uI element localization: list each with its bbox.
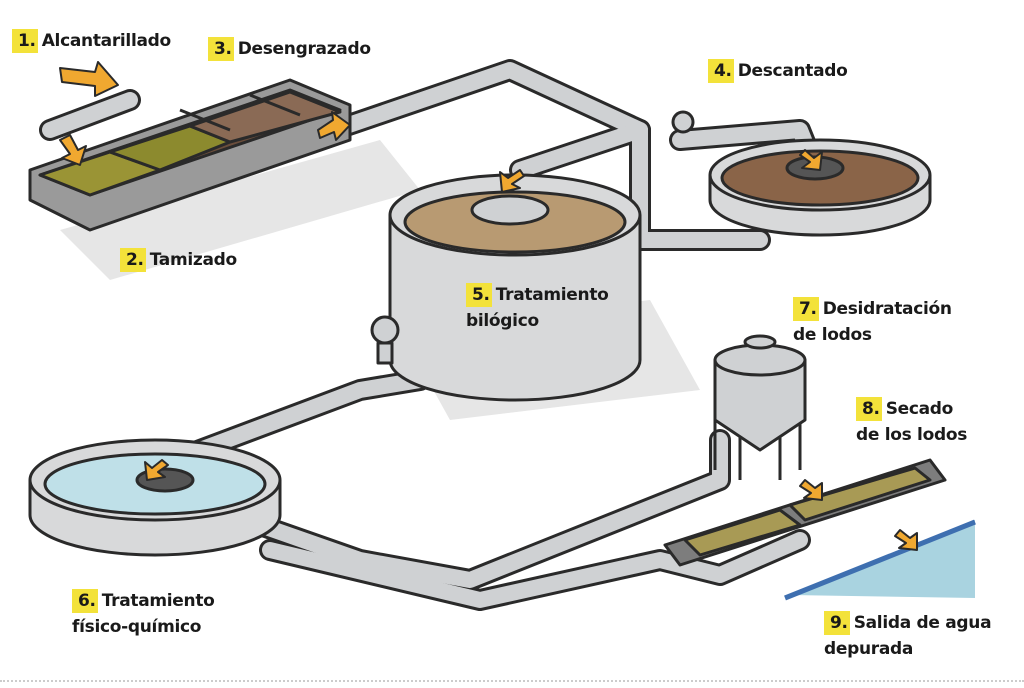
arrow-icon bbox=[499, 169, 525, 193]
label-4-decanting: 4.Descantado bbox=[708, 58, 848, 84]
river-edge bbox=[784, 519, 976, 601]
label-1-sewer: 1.Alcantarillado bbox=[12, 28, 171, 54]
drying-beds bbox=[663, 458, 947, 567]
bottom-divider bbox=[0, 680, 1024, 682]
arrow-icon bbox=[799, 149, 823, 171]
arrow-icon bbox=[59, 61, 119, 97]
flow-arrows bbox=[59, 61, 918, 551]
valve-icons bbox=[370, 110, 695, 365]
arrow-icon bbox=[799, 479, 823, 501]
dewatering-silo bbox=[713, 334, 807, 480]
label-3-degreasing: 3.Desengrazado bbox=[208, 36, 371, 62]
decanter-tank bbox=[708, 138, 932, 237]
label-2-screening: 2.Tamizado bbox=[120, 247, 237, 273]
arrow-icon bbox=[317, 111, 351, 141]
arrow-icon bbox=[894, 529, 918, 551]
screening-degreasing-channel bbox=[28, 78, 352, 232]
physicochemical-tank bbox=[28, 438, 282, 557]
arrow-icon bbox=[144, 459, 169, 481]
arrow-icon bbox=[59, 134, 87, 166]
biological-treatment-tank bbox=[388, 173, 642, 402]
